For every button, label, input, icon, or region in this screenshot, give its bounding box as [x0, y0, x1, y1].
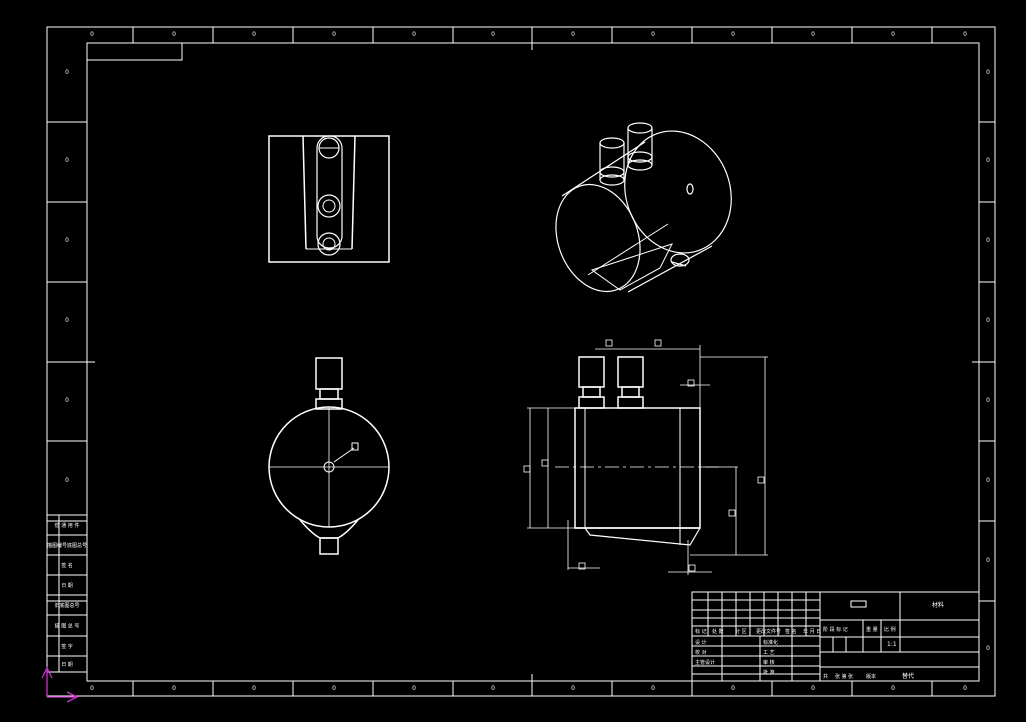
left-label-cell: 描图编号底图总号 — [47, 542, 87, 549]
zone-mark: 0 — [332, 31, 336, 38]
sheet-label: 张 — [848, 673, 853, 680]
zone-dividers — [47, 27, 995, 696]
centering-marks — [47, 27, 995, 696]
zone-mark: 0 — [651, 685, 655, 692]
ucs-icon — [41, 666, 79, 703]
zone-mark: 0 — [90, 685, 94, 692]
left-label-cell: 日 期 — [61, 583, 73, 589]
zone-mark: 0 — [651, 31, 655, 38]
sheet-label: 共 — [823, 673, 828, 680]
mark-row-label: 更改文件号 — [756, 628, 781, 635]
mark-row-label: 签 名 — [785, 628, 797, 635]
side-zone-mark: 0 — [986, 557, 990, 564]
mark-row-label: 年 月 日 — [803, 628, 821, 635]
dimension-lines — [527, 345, 768, 575]
side-zone-mark: 0 — [65, 397, 69, 404]
scale-value: 1:1 — [887, 641, 897, 648]
zone-mark: 0 — [731, 31, 735, 38]
dimension-mark — [688, 564, 696, 572]
role-label: 主管设计 — [695, 659, 715, 666]
role-label: 批 准 — [763, 669, 775, 676]
replace-label: 替代 — [902, 672, 914, 680]
zone-mark: 0 — [571, 31, 575, 38]
stage-label: 阶 段 标 记 — [823, 626, 848, 633]
zone-mark: 0 — [491, 31, 495, 38]
side-zone-mark: 0 — [986, 237, 990, 244]
side-zone-mark: 0 — [986, 645, 990, 652]
zone-mark: 0 — [891, 685, 895, 692]
side-zone-mark: 0 — [65, 237, 69, 244]
material-cell: 材料 — [932, 601, 944, 609]
stage-label: 比 例 — [884, 626, 896, 633]
sheet-label: 版本 — [866, 673, 876, 680]
dimension-mark — [757, 476, 765, 484]
dimension-mark — [654, 339, 662, 347]
inner-border — [86, 42, 980, 682]
side-zone-mark: 0 — [65, 477, 69, 484]
zone-mark: 0 — [811, 685, 815, 692]
side-view — [555, 356, 720, 546]
side-zone-mark: 0 — [65, 317, 69, 324]
side-zone-mark: 0 — [986, 157, 990, 164]
role-label: 审 核 — [763, 659, 775, 666]
zone-mark: 0 — [252, 31, 256, 38]
left-label-cell: 签 名 — [61, 562, 73, 569]
dimension-marks — [523, 339, 765, 572]
side-zone-mark: 0 — [65, 69, 69, 76]
zone-mark: 0 — [90, 31, 94, 38]
isometric-view — [555, 122, 732, 293]
zone-mark: 0 — [811, 31, 815, 38]
mark-row-label: 分 区 — [735, 628, 747, 635]
side-zone-mark: 0 — [986, 477, 990, 484]
side-zone-mark: 0 — [986, 397, 990, 404]
left-label-cell: 旧底图总号 — [54, 602, 79, 609]
zone-mark: 0 — [172, 685, 176, 692]
dimension-mark — [523, 465, 531, 473]
zone-mark: 0 — [963, 31, 967, 38]
role-label: 校 对 — [695, 649, 707, 656]
zone-mark: 0 — [963, 685, 967, 692]
side-zone-mark: 0 — [65, 157, 69, 164]
zone-mark: 0 — [332, 685, 336, 692]
zone-mark: 0 — [412, 31, 416, 38]
dimension-mark — [728, 509, 736, 517]
top-view — [268, 135, 390, 263]
zone-mark: 0 — [731, 685, 735, 692]
zone-mark: 0 — [491, 685, 495, 692]
zone-mark: 0 — [412, 685, 416, 692]
left-label-cell: 签 字 — [61, 643, 73, 650]
dimension-mark — [578, 562, 586, 570]
dimension-mark — [687, 379, 695, 387]
zone-mark: 0 — [172, 31, 176, 38]
stage-label: 重 量 — [866, 626, 878, 633]
zone-mark: 0 — [571, 685, 575, 692]
side-zone-mark: 0 — [986, 317, 990, 324]
corner-code-box — [86, 42, 183, 61]
role-label: 工 艺 — [763, 650, 775, 656]
dimension-mark — [541, 459, 549, 467]
left-label-cell: 日 期 — [61, 662, 73, 668]
outer-border — [46, 26, 996, 697]
title-block-grid — [692, 592, 820, 681]
zone-marks: 0 0 0 0 0 0 0 0 0 0 0 0 0 0 0 0 0 0 0 0 0 0 0 0 0 0 0 0 0 0 0 0 0 0 0 0 0 0 — [65, 31, 990, 692]
dimension-mark — [605, 339, 613, 347]
zone-mark: 0 — [891, 31, 895, 38]
zone-mark: 0 — [252, 685, 256, 692]
left-label-cell: 借 通 用 件 — [55, 522, 80, 529]
role-label: 设 计 — [695, 639, 707, 646]
side-zone-mark: 0 — [986, 69, 990, 76]
sheet-label: 张 第 — [835, 673, 847, 680]
mark-row-label: 标 记 — [695, 628, 707, 635]
left-label-cell: 描 图 总 号 — [55, 623, 80, 630]
front-view — [268, 357, 390, 555]
role-label: 标准化 — [763, 639, 778, 646]
title-block-text: 标 记处 数 分 区 更改文件号签 名年 月 日设 计 标准化校 对 工 艺主管设计 审 … — [695, 626, 896, 680]
mark-row-label: 处 数 — [712, 628, 724, 635]
